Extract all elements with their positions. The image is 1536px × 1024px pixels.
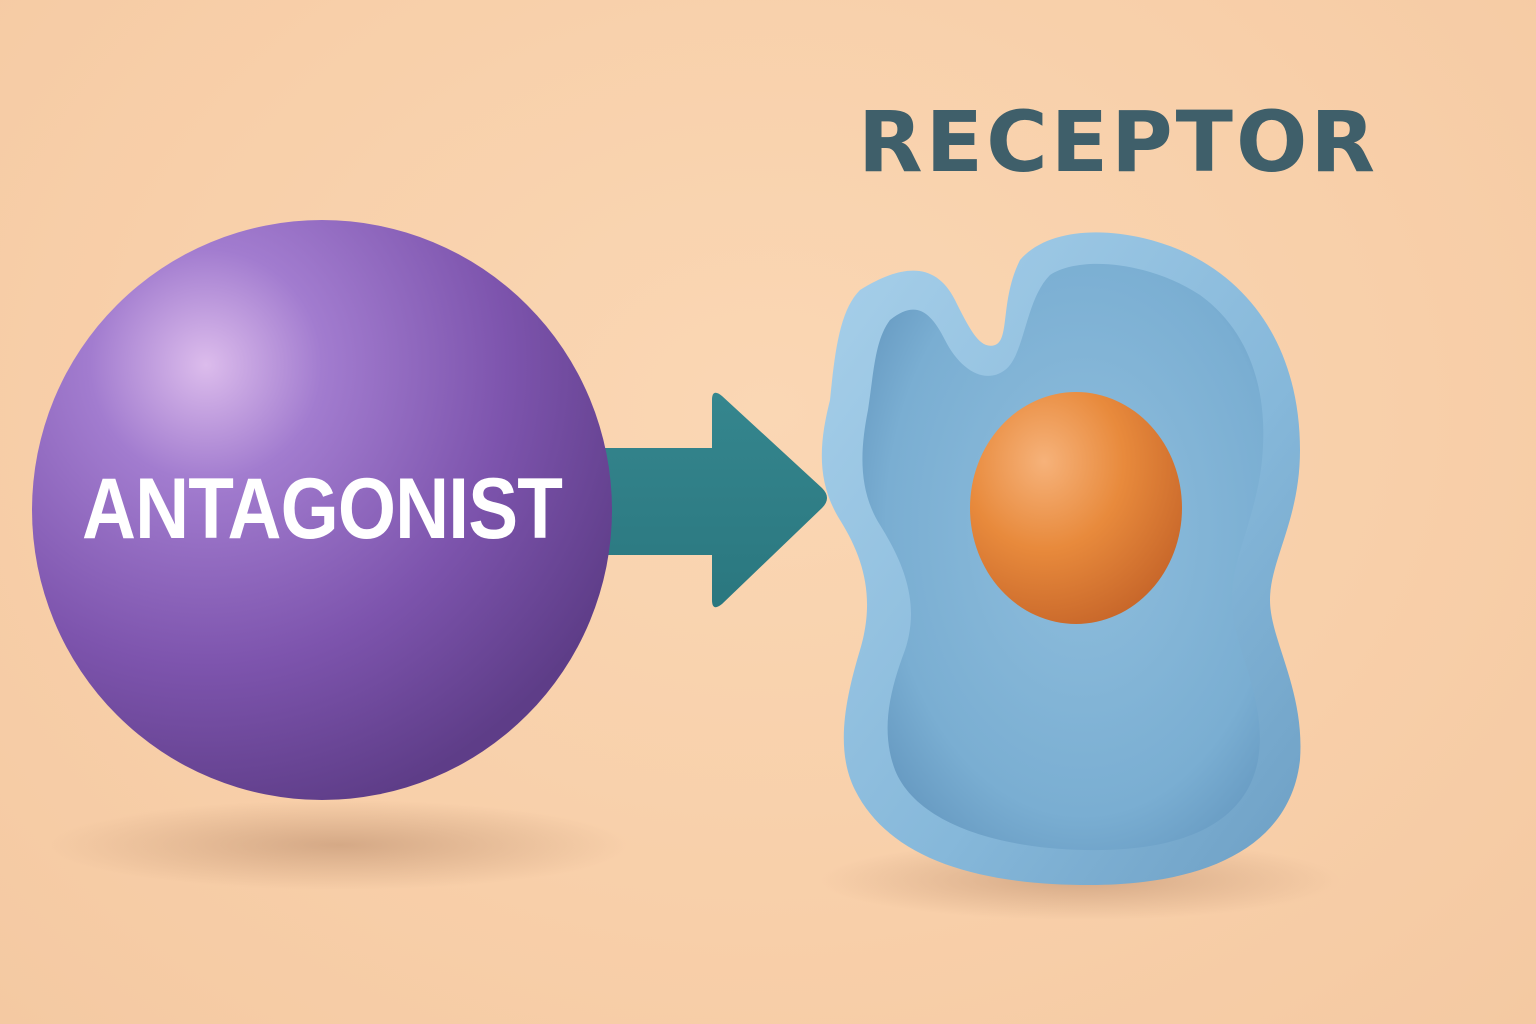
ligand-sphere xyxy=(970,392,1182,624)
antagonist-shadow xyxy=(50,800,630,890)
antagonist-label: ANTAGONIST xyxy=(82,461,562,557)
receptor-label: RECEPTOR xyxy=(858,93,1379,191)
antagonist-sphere xyxy=(32,220,612,800)
binding-arrow xyxy=(590,392,827,608)
